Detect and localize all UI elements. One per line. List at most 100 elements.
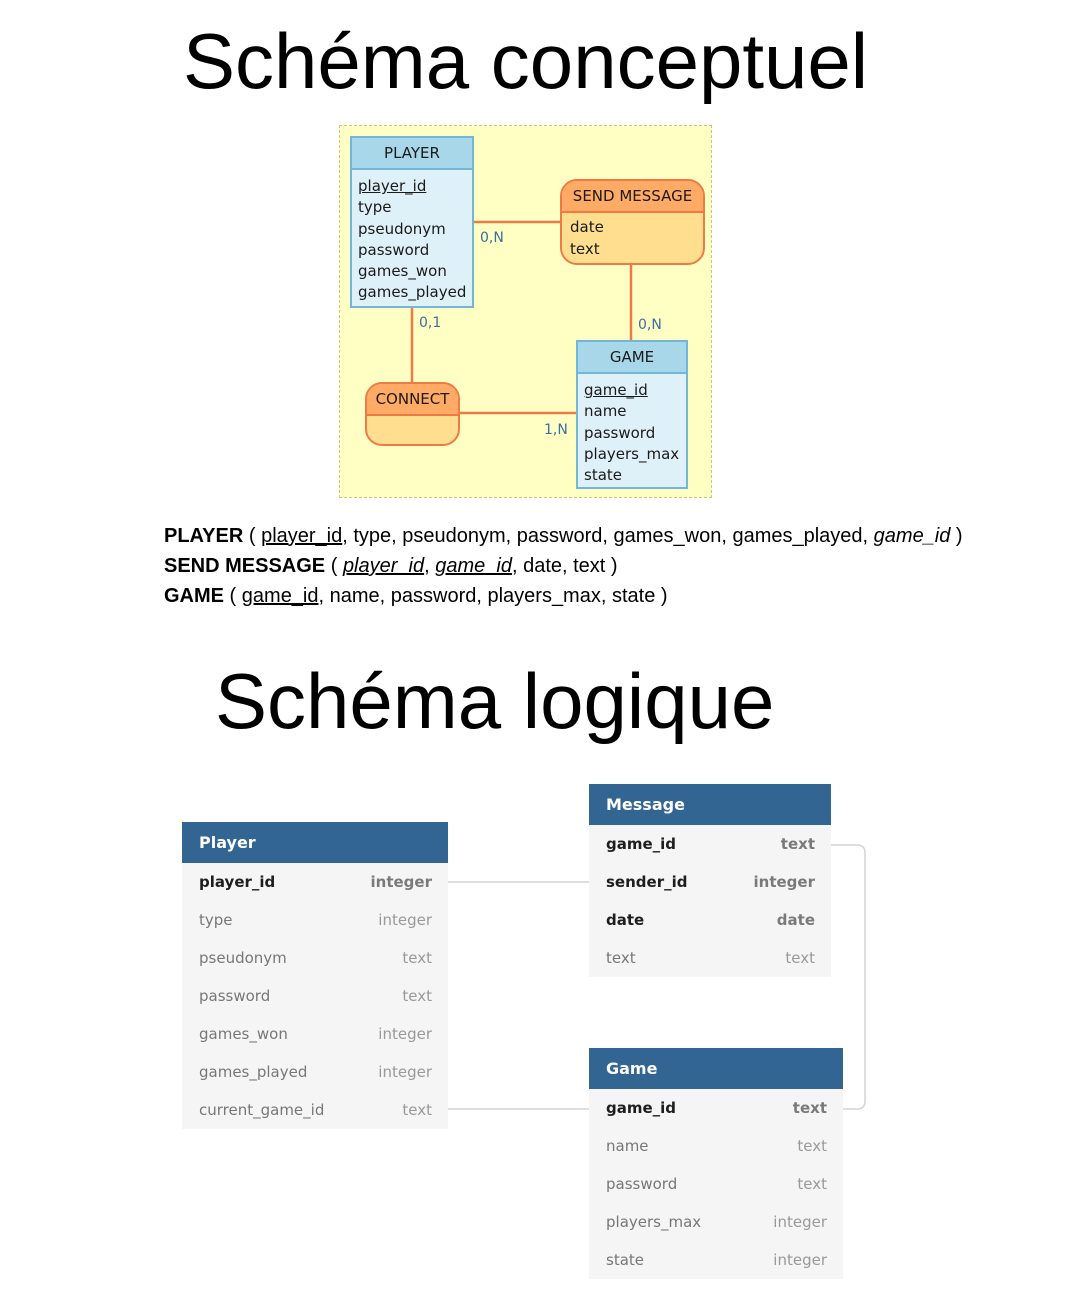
table-row[interactable]: type integer: [182, 901, 448, 939]
column-type: integer: [370, 873, 432, 891]
relation-name: GAME: [164, 585, 224, 607]
column-type: integer: [773, 1213, 827, 1231]
entity-game-attr: name: [584, 402, 627, 421]
column-type: integer: [378, 1025, 432, 1043]
primary-key: game_id: [241, 585, 319, 607]
relation-text: ): [950, 525, 963, 547]
entity-player-attr: password: [358, 240, 430, 259]
relation-name: PLAYER: [164, 525, 244, 547]
column-type: integer: [773, 1251, 827, 1269]
column-type: text: [780, 835, 815, 853]
column-name: text: [606, 949, 636, 967]
cardinality-game-send-message: 0,N: [638, 317, 662, 333]
column-type: text: [402, 987, 432, 1005]
logical-schema-title: Schéma logique: [215, 657, 775, 745]
entity-game-attr: game_id: [584, 381, 648, 399]
column-name: sender_id: [606, 873, 688, 891]
entity-game-attr: state: [584, 466, 622, 485]
entity-player-attr: type: [358, 198, 392, 217]
cardinality-game-connect: 1,N: [544, 422, 568, 438]
foreign-key: game_id: [435, 555, 512, 577]
column-type: text: [402, 949, 432, 967]
column-name: game_id: [606, 1099, 677, 1117]
association-send-message[interactable]: SEND MESSAGE date text: [560, 179, 705, 265]
relation-text: (: [243, 525, 262, 547]
column-name: password: [199, 987, 271, 1005]
column-type: integer: [753, 873, 815, 891]
relation-player: PLAYER ( player_id, type, pseudonym, pas…: [164, 521, 963, 551]
entity-game-attr: players_max: [584, 444, 680, 463]
association-connect-name: CONNECT: [367, 384, 458, 416]
column-type: date: [776, 911, 815, 929]
table-player-header[interactable]: Player: [182, 822, 448, 863]
table-row[interactable]: current_game_id text: [182, 1091, 448, 1129]
link-message-game: [831, 844, 866, 1110]
entity-player[interactable]: PLAYER player_id type pseudonym password…: [350, 136, 474, 308]
table-row[interactable]: player_id integer: [182, 863, 448, 901]
column-type: text: [797, 1137, 827, 1155]
relation-text: , name, password, players_max, state ): [318, 585, 668, 607]
foreign-key: game_id: [873, 525, 951, 547]
table-row[interactable]: name text: [589, 1127, 843, 1165]
relation-text: , date, text ): [511, 555, 618, 577]
relation-send-message: SEND MESSAGE ( player_id, game_id, date,…: [164, 551, 963, 581]
column-name: name: [606, 1137, 649, 1155]
column-name: players_max: [606, 1213, 702, 1231]
table-row[interactable]: players_max integer: [589, 1203, 843, 1241]
entity-game[interactable]: GAME game_id name password players_max s…: [576, 340, 688, 489]
mcd-links: [410, 220, 633, 415]
column-name: player_id: [199, 873, 276, 891]
cardinality-player-connect: 0,1: [419, 315, 442, 331]
table-row[interactable]: date date: [589, 901, 831, 939]
column-type: integer: [378, 911, 432, 929]
column-name: type: [199, 911, 233, 929]
column-name: password: [606, 1175, 678, 1193]
entity-game-attr: password: [584, 423, 656, 442]
column-type: text: [797, 1175, 827, 1193]
entity-player-attr: player_id: [358, 177, 427, 195]
table-row[interactable]: password text: [589, 1165, 843, 1203]
column-type: integer: [378, 1063, 432, 1081]
relation-text: ,: [424, 555, 436, 577]
relational-schema: PLAYER ( player_id, type, pseudonym, pas…: [164, 521, 963, 611]
conceptual-schema-title: Schéma conceptuel: [183, 17, 869, 105]
column-type: text: [402, 1101, 432, 1119]
primary-key: player_id: [261, 525, 343, 547]
relation-name: SEND MESSAGE: [164, 555, 326, 577]
entity-game-name: GAME: [578, 342, 686, 374]
table-row[interactable]: text text: [589, 939, 831, 977]
table-row[interactable]: state integer: [589, 1241, 843, 1279]
association-send-message-attr: text: [570, 239, 600, 258]
association-send-message-attr: date: [570, 218, 604, 236]
column-name: games_won: [199, 1025, 288, 1043]
relation-text: (: [325, 555, 343, 577]
table-row[interactable]: game_id text: [589, 1089, 843, 1127]
column-name: state: [606, 1251, 644, 1269]
table-row[interactable]: pseudonym text: [182, 939, 448, 977]
entity-player-name: PLAYER: [352, 138, 472, 170]
column-type: text: [785, 949, 815, 967]
column-name: current_game_id: [199, 1101, 325, 1119]
column-name: pseudonym: [199, 949, 287, 967]
table-row[interactable]: sender_id integer: [589, 863, 831, 901]
table-row[interactable]: games_won integer: [182, 1015, 448, 1053]
cardinality-player-send-message: 0,N: [480, 230, 504, 246]
table-game-header[interactable]: Game: [589, 1048, 843, 1089]
table-message-header[interactable]: Message: [589, 784, 831, 825]
association-send-message-name: SEND MESSAGE: [562, 181, 703, 213]
table-row[interactable]: password text: [182, 977, 448, 1015]
foreign-key: player_id: [342, 555, 425, 577]
column-type: text: [792, 1099, 827, 1117]
relation-text: (: [224, 585, 242, 607]
association-connect[interactable]: CONNECT: [365, 382, 460, 446]
column-name: date: [606, 911, 645, 929]
entity-player-attr: games_won: [358, 262, 447, 281]
relation-text: , type, pseudonym, password, games_won, …: [342, 525, 874, 547]
conceptual-diagram: PLAYER player_id type pseudonym password…: [339, 125, 712, 498]
